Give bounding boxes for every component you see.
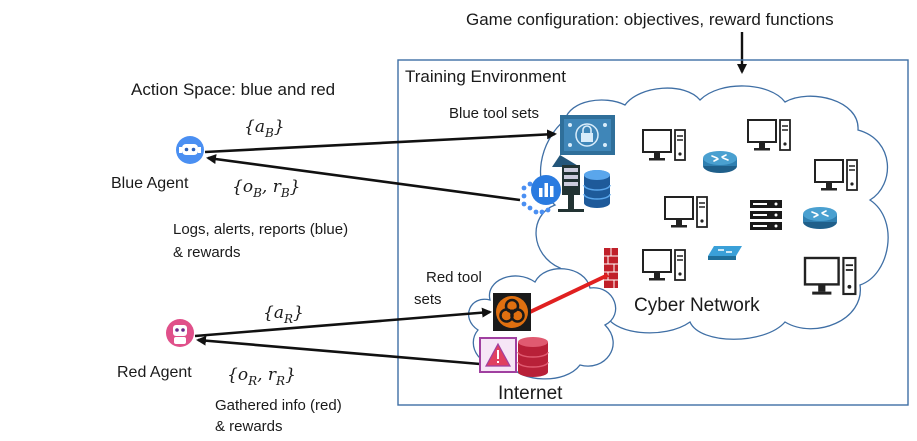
security-dashboard-icon — [552, 115, 615, 167]
blue-agent-label: Blue Agent — [111, 175, 189, 192]
router-icon — [702, 150, 738, 174]
blue-feedback-line2: & rewards — [173, 244, 241, 261]
server-rack-icon — [750, 200, 782, 230]
router-icon — [802, 206, 838, 230]
blue-feedback-arrow — [206, 154, 521, 202]
internet-label: Internet — [498, 383, 563, 404]
blue-action-set: {aB} — [244, 117, 285, 140]
red-action-set: {aR} — [263, 303, 304, 326]
red-feedback-line2: & rewards — [215, 418, 283, 435]
training-environment-label: Training Environment — [405, 67, 566, 86]
firewall-icon — [604, 248, 618, 288]
blue-tools-label: Blue tool sets — [449, 105, 539, 122]
red-agent-robot-icon — [166, 319, 194, 347]
switch-icon — [708, 246, 742, 260]
action-space-label: Action Space: blue and red — [131, 80, 335, 99]
cyber-network-cloud — [535, 85, 889, 340]
blue-observation-reward: {oB, rB} — [232, 177, 300, 200]
analytics-icon — [521, 175, 561, 215]
attack-link — [529, 273, 609, 314]
red-database-icon — [517, 337, 549, 377]
cyber-network-label: Cyber Network — [634, 295, 760, 316]
red-agent-label: Red Agent — [117, 364, 192, 381]
red-feedback-arrow — [196, 335, 481, 366]
database-server-icon — [558, 165, 611, 212]
red-observation-reward: {oR, rR} — [227, 365, 296, 388]
red-feedback-line1: Gathered info (red) — [215, 397, 342, 414]
alert-document-icon — [479, 337, 517, 373]
blue-feedback-line1: Logs, alerts, reports (blue) — [173, 221, 348, 238]
red-tools-label-line2: sets — [414, 291, 442, 308]
red-action-arrow — [194, 307, 492, 338]
red-tools-label-line1: Red tool — [426, 269, 482, 286]
game-configuration-label: Game configuration: objectives, reward f… — [466, 10, 834, 29]
training-environment-frame — [397, 59, 909, 406]
biohazard-icon — [493, 293, 531, 331]
blue-action-arrow — [204, 129, 557, 154]
blue-agent-robot-icon — [176, 136, 204, 164]
